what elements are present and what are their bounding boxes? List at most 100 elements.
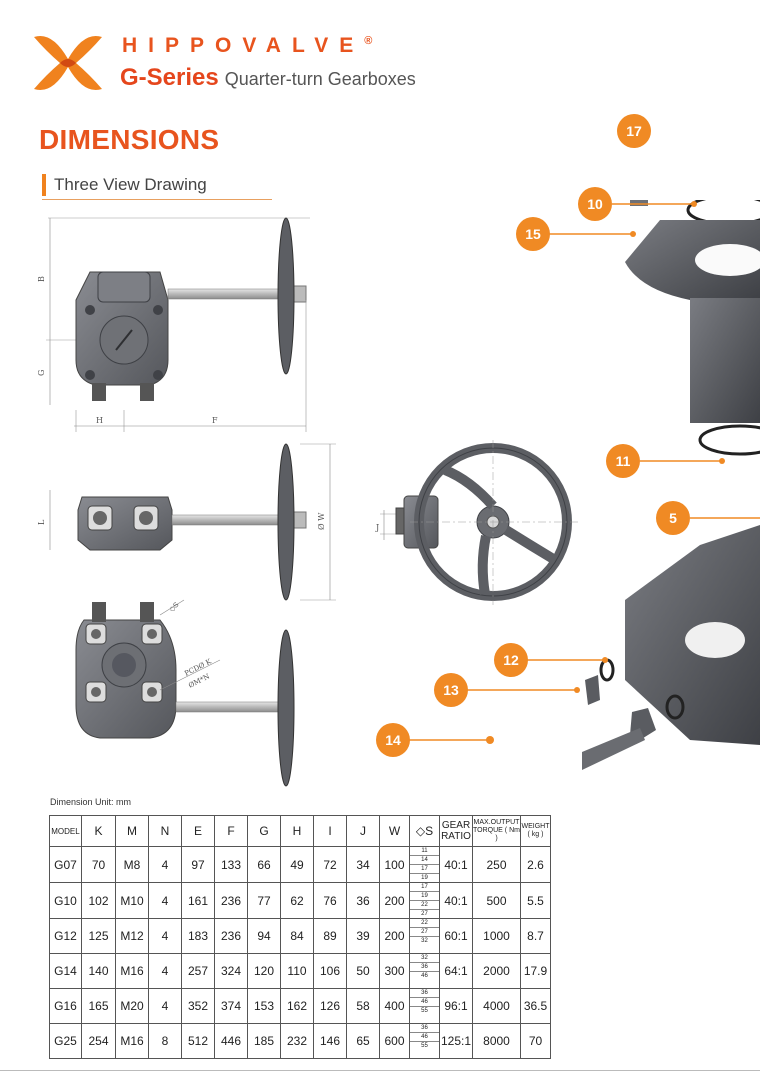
cell-model: G10 bbox=[49, 882, 82, 919]
cell-s-value: 17 bbox=[410, 865, 439, 874]
cell-e: 97 bbox=[181, 846, 215, 883]
cell-s-value: 46 bbox=[410, 1033, 439, 1042]
cell-j: 65 bbox=[346, 1023, 380, 1059]
brand-name: HIPPOVALVE® bbox=[122, 34, 373, 57]
th-m: M bbox=[115, 815, 149, 847]
cell-s-value: 46 bbox=[410, 998, 439, 1007]
cell-weight: 5.5 bbox=[520, 882, 551, 919]
cell-s-value: 55 bbox=[421, 1008, 428, 1014]
cell-weight: 70 bbox=[520, 1023, 551, 1059]
cell-i: 146 bbox=[313, 1023, 347, 1059]
section-divider bbox=[42, 199, 272, 200]
cell-w: 100 bbox=[379, 846, 410, 883]
cell-f: 324 bbox=[214, 953, 248, 989]
cell-f: 446 bbox=[214, 1023, 248, 1059]
th-f: F bbox=[214, 815, 248, 847]
cell-f: 133 bbox=[214, 846, 248, 883]
cell-g: 66 bbox=[247, 846, 281, 883]
cell-s-value: 22 bbox=[410, 901, 439, 910]
cell-s-value: 36 bbox=[410, 1024, 439, 1033]
th-h: H bbox=[280, 815, 314, 847]
side-view: J bbox=[375, 440, 580, 605]
cell-k: 165 bbox=[81, 988, 116, 1024]
cell-e: 352 bbox=[181, 988, 215, 1024]
cell-j: 36 bbox=[346, 882, 380, 919]
th-s: ◇S bbox=[409, 815, 440, 847]
cell-s-value: 27 bbox=[421, 911, 428, 917]
cell-n: 8 bbox=[148, 1023, 182, 1059]
callout-13: 13 bbox=[434, 673, 468, 707]
cell-m: M20 bbox=[115, 988, 149, 1024]
cell-torque: 2000 bbox=[472, 953, 521, 989]
cell-s-value: 17 bbox=[410, 883, 439, 892]
cell-weight: 17.9 bbox=[520, 953, 551, 989]
callout-10: 10 bbox=[578, 187, 612, 221]
cell-model: G25 bbox=[49, 1023, 82, 1059]
series-name: G-Series bbox=[120, 64, 219, 91]
callout-5: 5 bbox=[656, 501, 690, 535]
cell-e: 161 bbox=[181, 882, 215, 919]
cell-s-value: 14 bbox=[410, 856, 439, 865]
cell-w: 200 bbox=[379, 918, 410, 954]
cell-f: 374 bbox=[214, 988, 248, 1024]
cell-e: 512 bbox=[181, 1023, 215, 1059]
cell-torque: 1000 bbox=[472, 918, 521, 954]
top-view: L Ø W bbox=[37, 443, 336, 601]
cell-m: M10 bbox=[115, 882, 149, 919]
dim-label-j: J bbox=[375, 523, 379, 532]
cell-model: G07 bbox=[49, 846, 82, 883]
dim-label-g: G bbox=[37, 370, 46, 376]
cell-f: 236 bbox=[214, 918, 248, 954]
cell-i: 89 bbox=[313, 918, 347, 954]
cell-s-value: 27 bbox=[410, 928, 439, 937]
cell-n: 4 bbox=[148, 918, 182, 954]
cell-torque: 250 bbox=[472, 846, 521, 883]
callout-15: 15 bbox=[516, 217, 550, 251]
cell-g: 185 bbox=[247, 1023, 281, 1059]
cell-g: 94 bbox=[247, 918, 281, 954]
cell-i: 106 bbox=[313, 953, 347, 989]
cell-g: 153 bbox=[247, 988, 281, 1024]
cell-k: 254 bbox=[81, 1023, 116, 1059]
th-weight: WEIGHT ( kg ) bbox=[520, 815, 551, 847]
cell-h: 110 bbox=[280, 953, 314, 989]
cell-h: 84 bbox=[280, 918, 314, 954]
cell-m: M12 bbox=[115, 918, 149, 954]
series-description: Quarter-turn Gearboxes bbox=[224, 69, 416, 89]
cell-weight: 8.7 bbox=[520, 918, 551, 954]
cell-j: 50 bbox=[346, 953, 380, 989]
dimensions-table: MODEL K M N E F G H I J W ◇S GEAR RATIO … bbox=[49, 815, 551, 1059]
th-g: G bbox=[247, 815, 281, 847]
cell-j: 39 bbox=[346, 918, 380, 954]
cell-g: 120 bbox=[247, 953, 281, 989]
cell-k: 70 bbox=[81, 846, 116, 883]
cell-f: 236 bbox=[214, 882, 248, 919]
cell-m: M16 bbox=[115, 953, 149, 989]
bottom-view: ◇S PCDØ K ØM*N bbox=[75, 599, 295, 787]
cell-weight: 36.5 bbox=[520, 988, 551, 1024]
cell-m: M8 bbox=[115, 846, 149, 883]
cell-ratio: 125:1 bbox=[439, 1023, 473, 1059]
cell-s-value: 46 bbox=[421, 973, 428, 979]
th-model: MODEL bbox=[49, 815, 82, 847]
cell-ratio: 60:1 bbox=[439, 918, 473, 954]
cell-j: 34 bbox=[346, 846, 380, 883]
cell-s-value: 11 bbox=[410, 847, 439, 856]
cell-k: 102 bbox=[81, 882, 116, 919]
cell-j: 58 bbox=[346, 988, 380, 1024]
cell-e: 257 bbox=[181, 953, 215, 989]
exploded-assembly bbox=[408, 200, 760, 770]
cell-n: 4 bbox=[148, 846, 182, 883]
cell-n: 4 bbox=[148, 988, 182, 1024]
cell-i: 126 bbox=[313, 988, 347, 1024]
cell-model: G12 bbox=[49, 918, 82, 954]
